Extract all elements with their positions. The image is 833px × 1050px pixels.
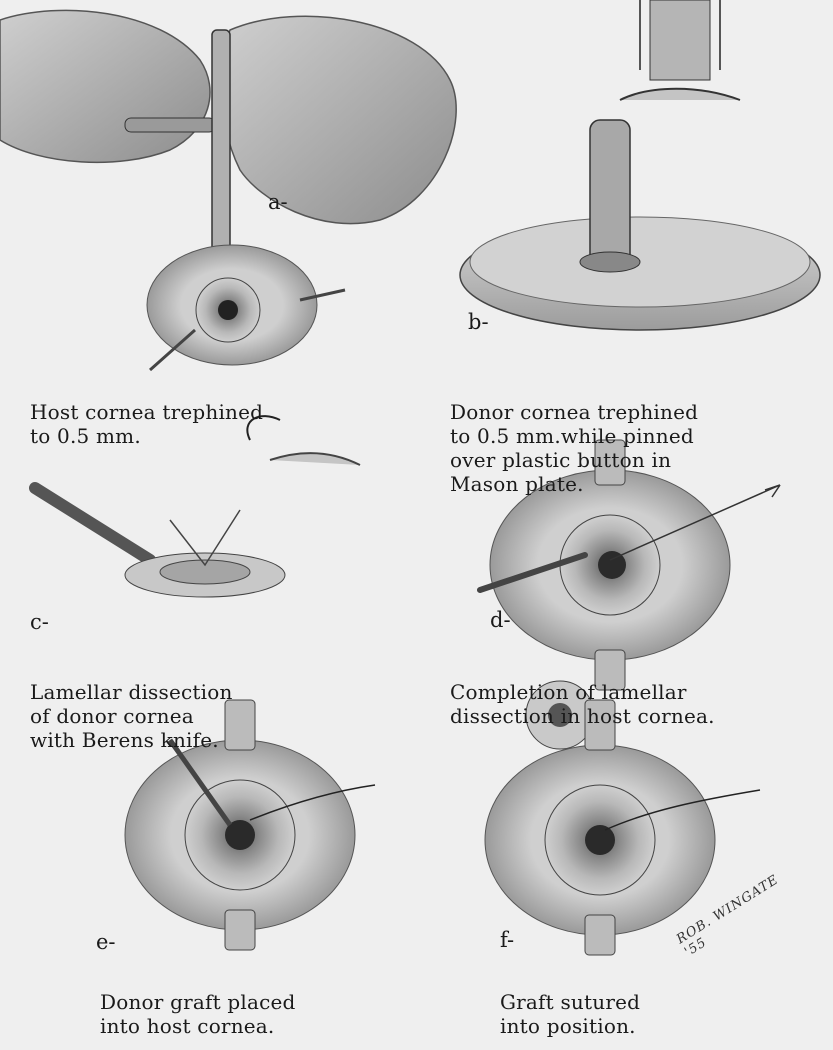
trephine-detail-icon (650, 0, 710, 80)
panel-c-caption: Lamellar dissection of donor cornea with… (30, 680, 233, 752)
caption-line: to 0.5 mm. (30, 424, 263, 448)
caption-line: Mason plate. (450, 472, 698, 496)
panel-f-caption: Graft sutured into position. (500, 990, 640, 1038)
caption-line: Donor cornea trephined (450, 400, 698, 424)
panel-e-letter: e- (96, 930, 116, 954)
panel-a-letter: a- (268, 190, 288, 214)
caption-line: into host cornea. (100, 1014, 296, 1038)
caption-line: Donor graft placed (100, 990, 296, 1014)
panel-e-caption: Donor graft placed into host cornea. (100, 990, 296, 1038)
berens-knife-icon (35, 488, 150, 560)
caption-line: to 0.5 mm.while pinned (450, 424, 698, 448)
caption-line: into position. (500, 1014, 640, 1038)
panel-a-caption: Host cornea trephined to 0.5 mm. (30, 400, 263, 448)
caption-line: Host cornea trephined (30, 400, 263, 424)
panel-a-drawing (0, 10, 456, 370)
caption-line: of donor cornea (30, 704, 233, 728)
caption-line: Lamellar dissection (30, 680, 233, 704)
panel-d-caption: Completion of lamellar dissection in hos… (450, 680, 715, 728)
caption-line: over plastic button in (450, 448, 698, 472)
right-hand-icon (221, 16, 456, 223)
panel-b-drawing (460, 0, 820, 330)
panel-b-caption: Donor cornea trephined to 0.5 mm.while p… (450, 400, 698, 496)
caption-line: dissection in host cornea. (450, 704, 715, 728)
caption-line: with Berens knife. (30, 728, 233, 752)
left-hand-icon (0, 10, 210, 162)
donor-button-detail-icon (270, 453, 360, 465)
caption-line: Graft sutured (500, 990, 640, 1014)
trephine-handle-icon (125, 118, 215, 132)
caption-line: Completion of lamellar (450, 680, 715, 704)
donor-trephine-icon (590, 120, 630, 270)
panel-f-letter: f- (500, 928, 514, 952)
panel-b-letter: b- (468, 310, 489, 334)
panel-d-letter: d- (490, 608, 511, 632)
trephine-shaft-icon (212, 30, 230, 270)
panel-c-letter: c- (30, 610, 49, 634)
